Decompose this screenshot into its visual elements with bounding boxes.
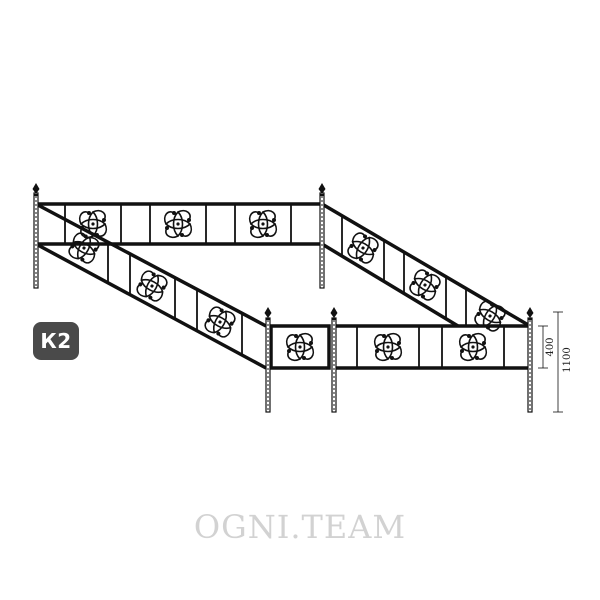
right-side-section (321, 202, 531, 335)
scroll-ornament-icon (458, 332, 488, 362)
post (264, 307, 272, 413)
back-rail-section (36, 202, 322, 246)
post (330, 307, 338, 413)
scroll-ornament-icon (248, 209, 278, 239)
finial-icon (264, 307, 272, 320)
post (32, 183, 40, 289)
front-right-section (334, 324, 530, 370)
dimension-total-height: 1100 (553, 311, 573, 413)
gate-panel (269, 324, 331, 370)
scroll-ornament-icon (285, 332, 315, 362)
finial-icon (318, 183, 326, 196)
post (526, 307, 534, 413)
finial-icon (330, 307, 338, 320)
left-side-section (35, 202, 267, 370)
scroll-ornament-icon (163, 209, 193, 239)
dimension-label-400: 400 (545, 337, 556, 356)
dimension-label-1100: 1100 (562, 347, 573, 372)
post (318, 183, 326, 289)
finial-icon (526, 307, 534, 320)
dimension-panel-height: 400 (538, 325, 556, 369)
model-badge: К2 (33, 322, 79, 360)
finial-icon (32, 183, 40, 196)
watermark: OGNI.TEAM (193, 508, 407, 546)
scroll-ornament-icon (373, 332, 403, 362)
